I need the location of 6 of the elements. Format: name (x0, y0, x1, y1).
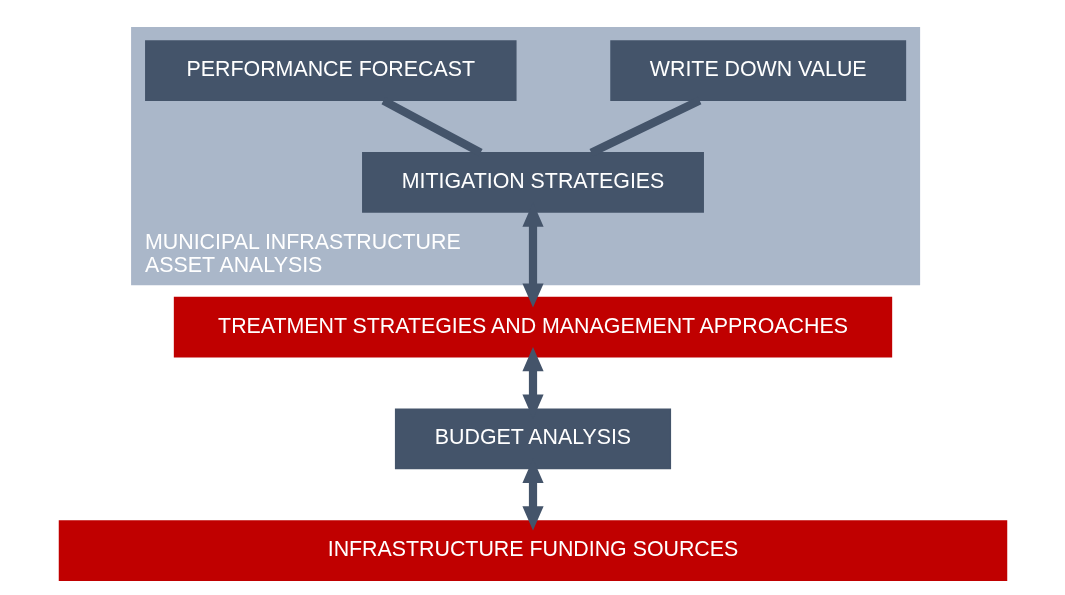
node-box: INFRASTRUCTURE FUNDING SOURCES (58, 520, 1007, 582)
node-box: BUDGET ANALYSIS (394, 408, 671, 470)
node-box: WRITE DOWN VALUE (609, 40, 906, 102)
node-box: TREATMENT STRATEGIES AND MANAGEMENT APPROACHES (173, 296, 892, 358)
node-box: PERFORMANCE FORECAST (144, 40, 517, 102)
node-box: MITIGATION STRATEGIES (361, 152, 704, 213)
